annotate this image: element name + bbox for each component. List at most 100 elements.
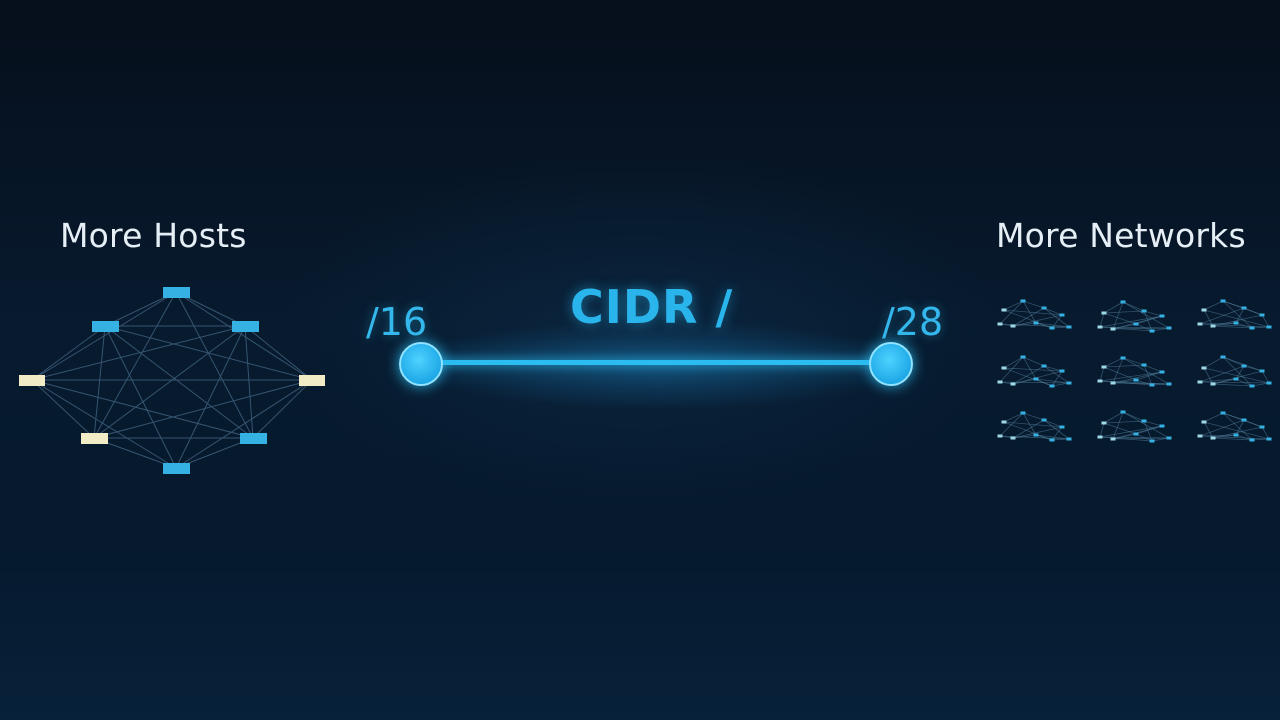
network-node: [1110, 327, 1116, 331]
network-node: [1159, 314, 1165, 318]
network-node: [1066, 437, 1072, 441]
network-node: [1166, 382, 1172, 386]
network-node: [1201, 366, 1207, 370]
network-node: [1001, 420, 1007, 424]
network-node: [1249, 384, 1255, 388]
network-node: [1233, 321, 1239, 325]
network-node: [1101, 365, 1107, 369]
network-node: [1020, 355, 1026, 359]
network-node: [1049, 384, 1055, 388]
network-node: [1120, 300, 1126, 304]
subnet-cluster: [997, 411, 1072, 442]
network-node: [1241, 418, 1247, 422]
network-node: [1101, 421, 1107, 425]
network-node: [1259, 425, 1265, 429]
network-node: [1241, 364, 1247, 368]
network-node: [1097, 435, 1103, 439]
network-node: [997, 322, 1003, 326]
network-node: [1201, 420, 1207, 424]
subnet-cluster: [1197, 299, 1272, 330]
network-node: [1249, 438, 1255, 442]
host-node: [232, 321, 259, 332]
subnet-cluster: [1197, 355, 1272, 388]
network-node: [1133, 432, 1139, 436]
network-node: [1220, 299, 1226, 303]
network-node: [1066, 381, 1072, 385]
network-node: [1201, 308, 1207, 312]
network-node: [1001, 308, 1007, 312]
network-node: [1166, 436, 1172, 440]
network-node: [1041, 306, 1047, 310]
host-node: [299, 375, 325, 386]
hosts-graph: [19, 287, 325, 474]
network-node: [1141, 363, 1147, 367]
network-node: [1259, 313, 1265, 317]
network-node: [1266, 437, 1272, 441]
network-node: [1210, 324, 1216, 328]
network-node: [1133, 322, 1139, 326]
network-node: [1041, 364, 1047, 368]
network-node: [1266, 325, 1272, 329]
host-node: [240, 433, 267, 444]
network-node: [1259, 369, 1265, 373]
networks-graph: [997, 299, 1272, 443]
subnet-cluster: [997, 355, 1072, 388]
network-node: [997, 380, 1003, 384]
network-node: [1159, 370, 1165, 374]
network-node: [1120, 356, 1126, 360]
network-node: [1197, 380, 1203, 384]
network-node: [1066, 325, 1072, 329]
network-node: [1059, 313, 1065, 317]
cidr-title: CIDR /: [570, 280, 734, 334]
network-node: [1059, 369, 1065, 373]
host-node: [92, 321, 119, 332]
network-node: [1141, 419, 1147, 423]
network-node: [1049, 438, 1055, 442]
network-node: [1001, 366, 1007, 370]
subnet-cluster: [997, 299, 1072, 330]
network-node: [1059, 425, 1065, 429]
network-node: [1041, 418, 1047, 422]
more-hosts-label: More Hosts: [60, 216, 247, 255]
subnet-cluster: [1097, 356, 1172, 387]
network-node: [1149, 329, 1155, 333]
network-node: [1033, 433, 1039, 437]
network-node: [1220, 355, 1226, 359]
slider-handle-min[interactable]: [399, 342, 443, 386]
network-node: [1033, 321, 1039, 325]
more-networks-label: More Networks: [996, 216, 1246, 255]
network-node: [1166, 326, 1172, 330]
slider-min-label: /16: [366, 300, 428, 344]
network-node: [1120, 410, 1126, 414]
subnet-cluster: [1097, 300, 1172, 333]
network-node: [1097, 379, 1103, 383]
network-node: [1210, 436, 1216, 440]
network-node: [1149, 383, 1155, 387]
slider-handle-max[interactable]: [869, 342, 913, 386]
network-node: [1233, 433, 1239, 437]
network-node: [1210, 382, 1216, 386]
network-node: [1020, 411, 1026, 415]
network-node: [1033, 377, 1039, 381]
host-node: [81, 433, 108, 444]
host-node: [163, 287, 190, 298]
subnet-cluster: [1097, 410, 1172, 443]
network-node: [1159, 424, 1165, 428]
network-node: [1097, 325, 1103, 329]
network-node: [1110, 437, 1116, 441]
network-node: [1133, 378, 1139, 382]
network-node: [1197, 322, 1203, 326]
network-node: [1149, 439, 1155, 443]
network-node: [1110, 381, 1116, 385]
cidr-slider-track[interactable]: [420, 360, 891, 365]
network-node: [1049, 326, 1055, 330]
slider-max-label: /28: [882, 300, 944, 344]
network-node: [1010, 436, 1016, 440]
network-node: [1197, 434, 1203, 438]
network-node: [1241, 306, 1247, 310]
host-node: [19, 375, 45, 386]
network-node: [1020, 299, 1026, 303]
network-node: [1010, 382, 1016, 386]
network-node: [1233, 377, 1239, 381]
